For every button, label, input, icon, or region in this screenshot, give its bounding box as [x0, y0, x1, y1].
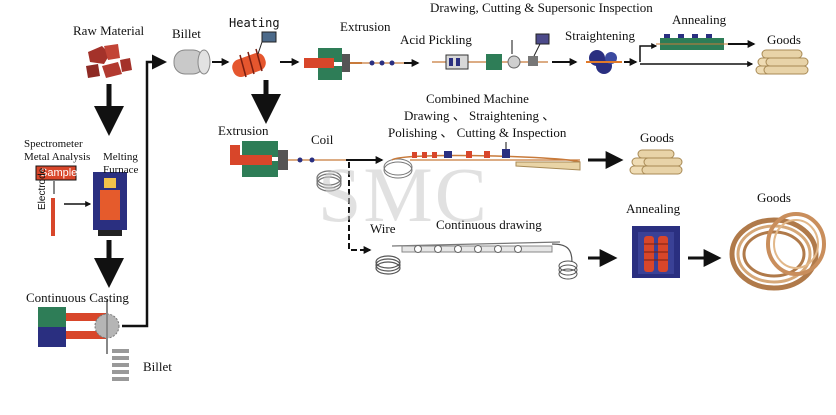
label-furnace: Furnace — [103, 164, 139, 176]
straightening-machine-icon — [586, 50, 622, 74]
label-sample: Sample — [40, 167, 78, 179]
raw-material-icon — [86, 44, 132, 78]
label-goods-mid: Goods — [640, 130, 674, 145]
label-heating: Heating — [229, 16, 280, 30]
roller-dot — [297, 157, 303, 163]
arrow-coil-to-wire — [348, 162, 372, 254]
label-combined-line3: Polishing 、 Cutting & Inspection — [388, 125, 567, 140]
roller-dot — [309, 157, 315, 163]
wire-coil-icon — [375, 255, 401, 275]
drawing-machine-icon — [486, 54, 502, 70]
label-electrode: Electrode — [37, 167, 48, 210]
cutting-disc-icon — [507, 40, 521, 69]
label-goods-top: Goods — [767, 32, 801, 47]
annealing-furnace-bottom-icon — [632, 226, 680, 278]
roller-dot — [389, 60, 395, 66]
electrode-rod — [51, 198, 55, 236]
label-combined-line2: Drawing 、 Straightening 、 — [404, 108, 556, 123]
goods-short-tubes-icon — [629, 149, 683, 175]
watermark-text: SMC — [318, 151, 489, 238]
arrow-to-annealing-furnace — [639, 43, 658, 62]
label-spectrometer: Spectrometer — [24, 138, 83, 150]
label-wire: Wire — [370, 221, 396, 236]
label-annealing-top: Annealing — [672, 12, 727, 27]
sample-box — [35, 165, 77, 181]
label-coil: Coil — [311, 132, 334, 147]
label-billet-bottom: Billet — [143, 359, 172, 374]
billet-icon — [173, 49, 211, 75]
label-drawing-cutting: Drawing, Cutting & Supersonic Inspection — [430, 0, 653, 15]
label-goods-bottom: Goods — [757, 190, 791, 205]
label-straightening: Straightening — [565, 28, 636, 43]
annealing-furnace-top-icon — [656, 34, 740, 50]
label-melting: Melting — [103, 151, 138, 163]
melting-furnace-icon — [93, 172, 127, 236]
roller-dot — [369, 60, 375, 66]
label-extrusion-mid: Extrusion — [218, 123, 269, 138]
label-continuous-casting: Continuous Casting — [26, 290, 129, 305]
arrow-casting-to-billet — [122, 54, 167, 328]
continuous-casting-icon — [38, 300, 120, 354]
label-continuous-drawing: Continuous drawing — [436, 217, 542, 232]
label-acid-pickling: Acid Pickling — [400, 32, 472, 47]
label-billet-top: Billet — [172, 26, 201, 41]
continuous-drawing-machine-icon — [391, 241, 573, 263]
label-raw-material: Raw Material — [73, 23, 145, 38]
combined-machine-icon — [383, 142, 581, 179]
coil-icon — [316, 170, 342, 192]
label-extrusion-top: Extrusion — [340, 19, 391, 34]
heating-coil-icon — [232, 31, 277, 78]
roller-dot — [379, 60, 385, 66]
billet-stack-icon — [112, 349, 129, 381]
goods-tube-bundle-icon — [755, 49, 809, 75]
label-metal-analysis: Metal Analysis — [24, 151, 91, 163]
acid-pickling-tank-icon — [445, 54, 469, 70]
wire-output-coil-icon — [558, 260, 578, 280]
supersonic-inspection-icon — [528, 33, 550, 66]
extrusion-press-mid-icon — [230, 141, 288, 177]
label-combined-machine: Combined Machine — [426, 91, 529, 106]
goods-coils-icon — [729, 212, 826, 291]
extrusion-press-top-icon — [304, 48, 362, 80]
label-annealing-bottom: Annealing — [626, 201, 681, 216]
